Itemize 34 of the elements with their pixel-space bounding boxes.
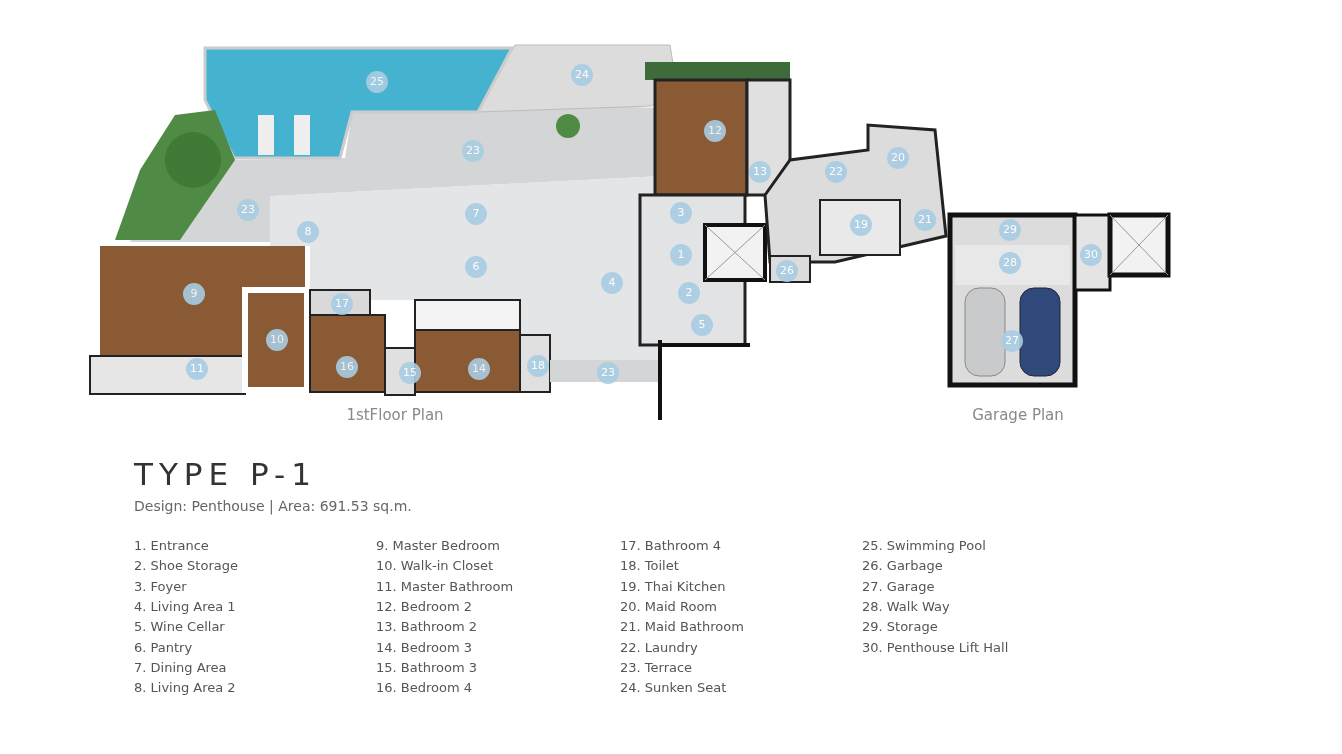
room-key-item: 24. Sunken Seat	[620, 680, 727, 696]
room-key-item: 12. Bedroom 2	[376, 598, 472, 614]
room-key-item: 13. Bathroom 2	[376, 619, 478, 635]
room-key-item: 7. Dining Area	[134, 659, 227, 675]
room-key-item: 2. Shoe Storage	[134, 558, 238, 574]
room-key-item: 3. Foyer	[134, 578, 187, 594]
room-key-item: 5. Wine Cellar	[134, 619, 225, 635]
room-key-item: 1. Entrance	[134, 538, 209, 553]
room-key-item: 18. Toilet	[620, 558, 679, 574]
room-key-item: 16. Bedroom 4	[376, 680, 472, 696]
plan-caption: Garage Plan	[972, 406, 1064, 424]
room-key-item: 29. Storage	[862, 619, 938, 635]
room-key-item: 4. Living Area 1	[134, 598, 236, 614]
room-key-item: 6. Pantry	[134, 639, 193, 655]
room-key-item: 9. Master Bedroom	[376, 538, 500, 553]
room-key-item: 8. Living Area 2	[134, 680, 236, 696]
design-area-text: Design: Penthouse | Area: 691.53 sq.m.	[134, 498, 412, 514]
room-key-item: 30. Penthouse Lift Hall	[862, 639, 1009, 655]
plan-caption: 1stFloor Plan	[346, 406, 444, 424]
room-key-item: 19. Thai Kitchen	[620, 578, 726, 594]
room-key-item: 22. Laundry	[620, 639, 698, 655]
room-key-item: 10. Walk-in Closet	[376, 558, 494, 574]
plan-title: TYPE P-1	[134, 456, 317, 492]
room-key-item: 27. Garage	[862, 578, 935, 594]
room-key-item: 11. Master Bathroom	[376, 578, 514, 594]
room-key-item: 20. Maid Room	[620, 598, 717, 614]
room-key-item: 28. Walk Way	[862, 598, 950, 614]
room-key-item: 26. Garbage	[862, 558, 943, 574]
room-key-item: 14. Bedroom 3	[376, 639, 472, 655]
room-key-item: 15. Bathroom 3	[376, 659, 478, 675]
room-key-item: 17. Bathroom 4	[620, 538, 722, 553]
room-key-item: 21. Maid Bathroom	[620, 619, 744, 635]
room-key-item: 23. Terrace	[620, 659, 693, 675]
room-key-item: 25. Swimming Pool	[862, 538, 986, 553]
